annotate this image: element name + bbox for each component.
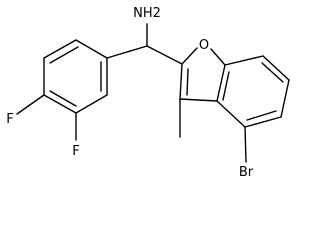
bond-c-br <box>244 126 247 163</box>
benzo-ring <box>216 55 290 128</box>
bromine-label: Br <box>239 165 254 180</box>
oxygen-label: O <box>199 38 209 53</box>
structure-diagram: NH2 O F F Br <box>6 6 290 180</box>
bond-methine-furan <box>146 45 183 65</box>
difluorophenyl-ring <box>43 39 108 114</box>
furan-ring <box>179 47 226 102</box>
fluorine-3-label: F <box>72 144 79 159</box>
fluorine-4-label: F <box>6 112 13 127</box>
bond-c-f4 <box>16 94 45 115</box>
bond-phenyl-methine <box>106 45 148 59</box>
molecule-drawing: NH2 O F F Br <box>6 6 290 180</box>
amine-label: NH2 <box>133 6 161 21</box>
